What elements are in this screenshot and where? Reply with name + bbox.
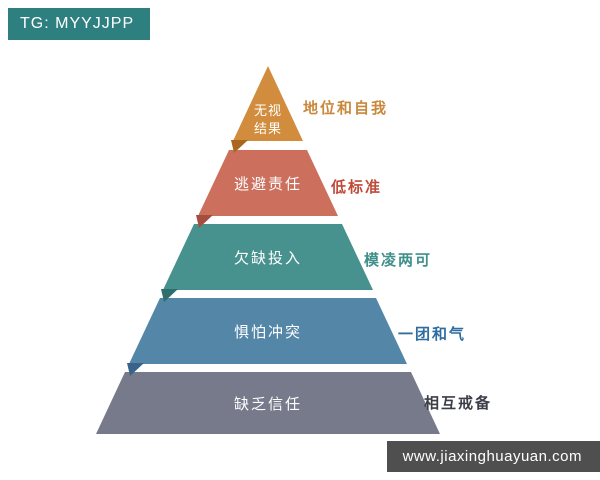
layer-inner-label: 缺乏信任	[233, 395, 302, 413]
pyramid-layer-avoid-accountability: 逃避责任	[198, 150, 338, 216]
layer-side-label: 相互戒备	[424, 395, 493, 412]
pyramid-layer-fear-conflict: 惧怕冲突	[129, 298, 407, 364]
layer-side-label: 模凌两可	[364, 252, 433, 269]
pyramid-layer-absence-trust: 缺乏信任	[96, 372, 440, 434]
layer-inner-label: 欠缺投入	[233, 249, 302, 267]
pyramid-layer-ignore-results: 无视 结果	[233, 66, 303, 141]
tg-badge: TG: MYYJJPP	[8, 8, 151, 40]
layer-side-label: 低标准	[331, 179, 383, 196]
layer-inner-label: 无视 结果	[253, 102, 282, 136]
layer-side-label: 一团和气	[398, 326, 467, 343]
layer-side-label: 地位和自我	[303, 100, 389, 117]
pyramid-layer-lack-commitment: 欠缺投入	[163, 224, 373, 290]
layer-inner-label: 逃避责任	[233, 175, 302, 193]
watermark-badge: www.jiaxinghuayuan.com	[386, 441, 600, 472]
layer-inner-label: 惧怕冲突	[233, 323, 302, 341]
